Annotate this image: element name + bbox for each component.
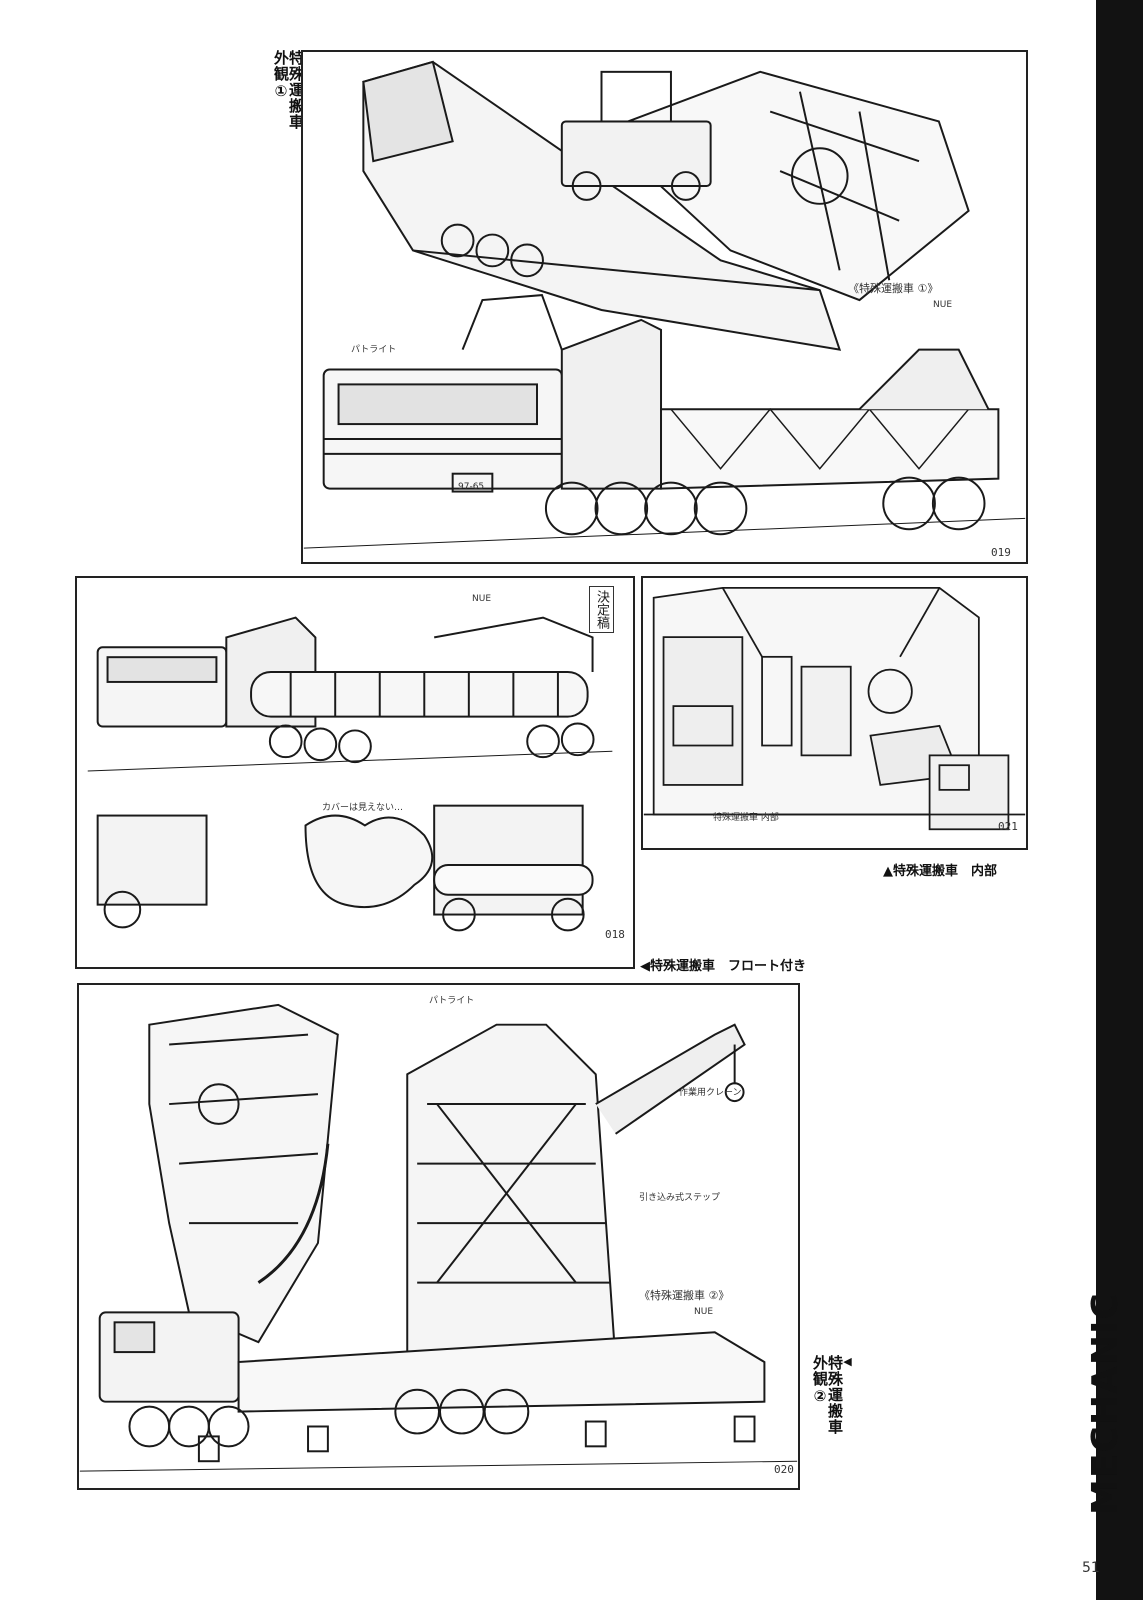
note-interior-label: 特殊運搬車 内部 xyxy=(713,813,779,823)
note-bottom-label: 《特殊運搬車 ②》 xyxy=(639,1289,730,1302)
caption-arrow-icon: ◀ xyxy=(841,1355,854,1369)
caption-interior: ▲特殊運搬車 内部 xyxy=(883,864,997,879)
caption-float: ◀特殊運搬車 フロート付き xyxy=(640,959,806,974)
note-bottom-patlight: パトライト xyxy=(429,996,475,1006)
figure-number-021: 021 xyxy=(998,820,1018,833)
section-bar xyxy=(1096,0,1143,1600)
note-top-plate: 97-65 xyxy=(458,482,485,492)
stamp-final-draft: 決定稿 xyxy=(589,586,614,633)
page-number: 51 xyxy=(1082,1560,1100,1576)
note-top-patlight: パトライト xyxy=(351,345,397,355)
section-title: MECHANIC xyxy=(1085,1292,1126,1515)
note-top-label: 《特殊運搬車 ①》 xyxy=(848,282,939,295)
caption-title: 特殊運搬車 xyxy=(287,50,305,130)
truck-sketch-float xyxy=(87,616,613,932)
note-float-cover: カバーは見えない… xyxy=(322,803,404,813)
figure-number-018: 018 xyxy=(605,928,625,941)
note-float-signature: NUE xyxy=(472,594,492,604)
caption-subtitle: 外観② xyxy=(811,1355,829,1406)
caption-exterior-1: ▶ 特殊運搬車 外観① xyxy=(272,50,315,130)
cabin-interior-sketch xyxy=(643,586,1026,831)
caption-title: 特殊運搬車 xyxy=(826,1355,844,1435)
panel-exterior-1: 《特殊運搬車 ①》 NUE パトライト 97-65 019 xyxy=(301,50,1028,564)
note-bottom-step: 引き込み式ステップ xyxy=(639,1193,721,1203)
truck-sketch-exterior-2 xyxy=(79,1003,798,1472)
truck-sketch-exterior-1 xyxy=(303,60,1026,549)
note-top-signature: NUE xyxy=(933,300,953,310)
figure-number-020: 020 xyxy=(774,1463,794,1476)
panel-float: 決定稿 NUE カバーは見えない… 018 xyxy=(75,576,635,969)
figure-number-019: 019 xyxy=(991,546,1011,559)
caption-exterior-2: ◀ 特殊運搬車 外観② xyxy=(811,1355,854,1435)
panel-exterior-2: 《特殊運搬車 ②》 NUE パトライト 作業用クレーン 引き込み式ステップ 02… xyxy=(77,983,800,1490)
caption-subtitle: 外観① xyxy=(272,50,290,101)
panel-interior: 特殊運搬車 内部 021 xyxy=(641,576,1028,850)
note-bottom-signature: NUE xyxy=(694,1307,714,1317)
note-bottom-crane: 作業用クレーン xyxy=(679,1088,742,1098)
